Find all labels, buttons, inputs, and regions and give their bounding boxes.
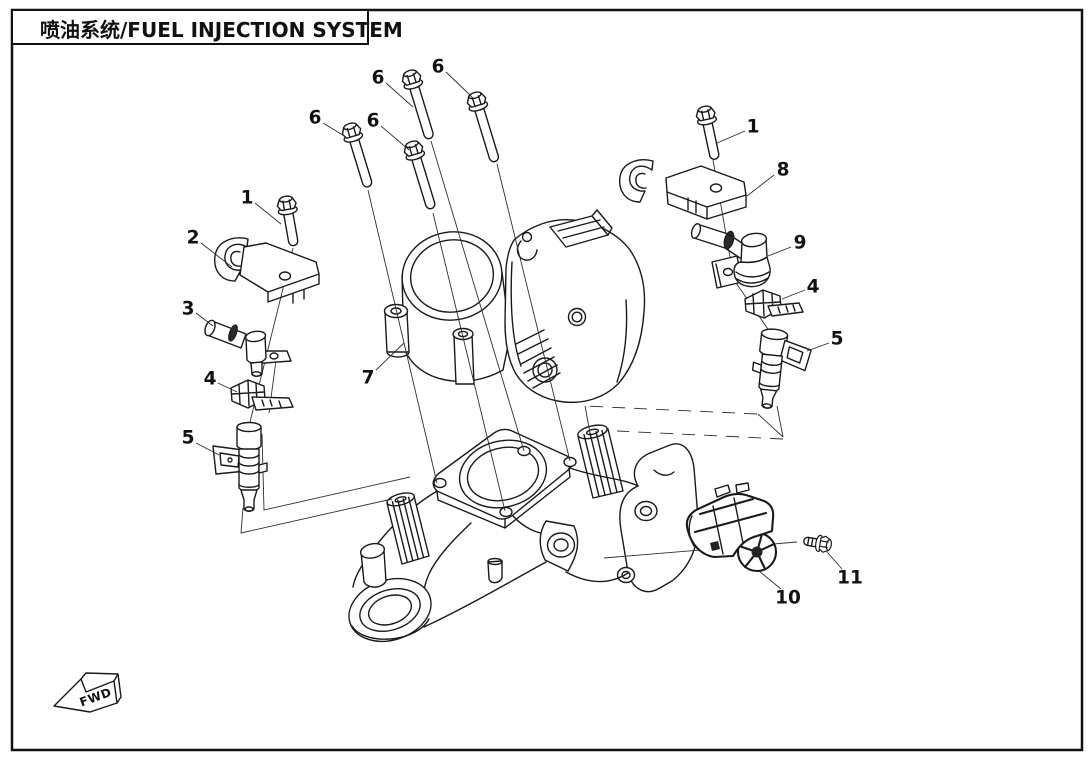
part-bolt-6-a xyxy=(339,120,373,188)
callout-label-6: 6 xyxy=(367,111,380,132)
part-intake-manifold xyxy=(348,424,699,643)
callout-label-6: 6 xyxy=(432,57,445,78)
callout-label-1: 1 xyxy=(241,188,254,209)
callout-leader-4 xyxy=(781,289,806,300)
callout-leader-6 xyxy=(445,71,473,98)
callout-leader-1 xyxy=(716,130,746,144)
part-bolt-6-b xyxy=(401,138,436,210)
callout-label-3: 3 xyxy=(182,299,195,320)
page-title: 喷油系统/FUEL INJECTION SYSTEM xyxy=(40,18,403,42)
callout-leader-9 xyxy=(767,246,792,257)
fwd-arrow: FWD xyxy=(53,672,122,713)
callout-label-9: 9 xyxy=(794,233,807,254)
callout-leader-2 xyxy=(200,242,233,268)
callout-label-10: 10 xyxy=(775,588,801,609)
callout-label-2: 2 xyxy=(187,228,200,249)
callout-leader-11 xyxy=(826,551,843,570)
callout-leader-3 xyxy=(195,312,214,327)
callout-label-8: 8 xyxy=(777,160,790,181)
callout-label-5: 5 xyxy=(182,428,195,449)
part-clip-4-right xyxy=(744,289,804,319)
part-screw-11 xyxy=(803,534,834,554)
part-bracket-8 xyxy=(619,159,747,220)
callout-leader-5 xyxy=(806,342,830,352)
title-box xyxy=(11,9,369,45)
callout-leader-6 xyxy=(380,125,410,151)
page-border xyxy=(10,8,1084,752)
part-map-sensor-10 xyxy=(685,482,778,573)
callout-label-4: 4 xyxy=(204,369,217,390)
callout-leader-6 xyxy=(385,82,414,108)
callout-label-6: 6 xyxy=(372,68,385,89)
callout-label-4: 4 xyxy=(807,277,820,298)
part-injector-5-right xyxy=(751,328,812,409)
callout-leader-10 xyxy=(758,570,782,590)
callout-layer: 6 6 6 6 1 2 3 4 5 7 1 8 9 4 5 10 11 xyxy=(182,57,863,609)
callout-leader-6 xyxy=(322,122,347,138)
callout-leader-5 xyxy=(195,442,220,456)
callout-leader-4 xyxy=(217,382,238,393)
callout-label-1: 1 xyxy=(747,117,760,138)
part-bolt-1-right xyxy=(693,103,720,160)
callout-leader-7 xyxy=(375,342,405,371)
part-fuel-pipe-3 xyxy=(204,319,292,377)
callout-label-7: 7 xyxy=(362,368,375,389)
callout-label-5: 5 xyxy=(831,329,844,350)
part-bolt-6-c xyxy=(399,67,434,140)
part-injector-5-left xyxy=(212,421,268,512)
callout-leader-8 xyxy=(746,174,775,197)
callout-leader-1 xyxy=(254,202,282,225)
part-bolt-6-d xyxy=(464,89,500,163)
part-clip-4-left xyxy=(230,379,294,411)
callout-label-11: 11 xyxy=(837,568,863,589)
part-fuel-joint-9 xyxy=(690,223,771,289)
callout-label-6: 6 xyxy=(309,108,322,129)
part-bracket-2 xyxy=(214,237,320,304)
part-bolt-1-left xyxy=(275,193,299,247)
part-throttle-body xyxy=(383,209,646,404)
